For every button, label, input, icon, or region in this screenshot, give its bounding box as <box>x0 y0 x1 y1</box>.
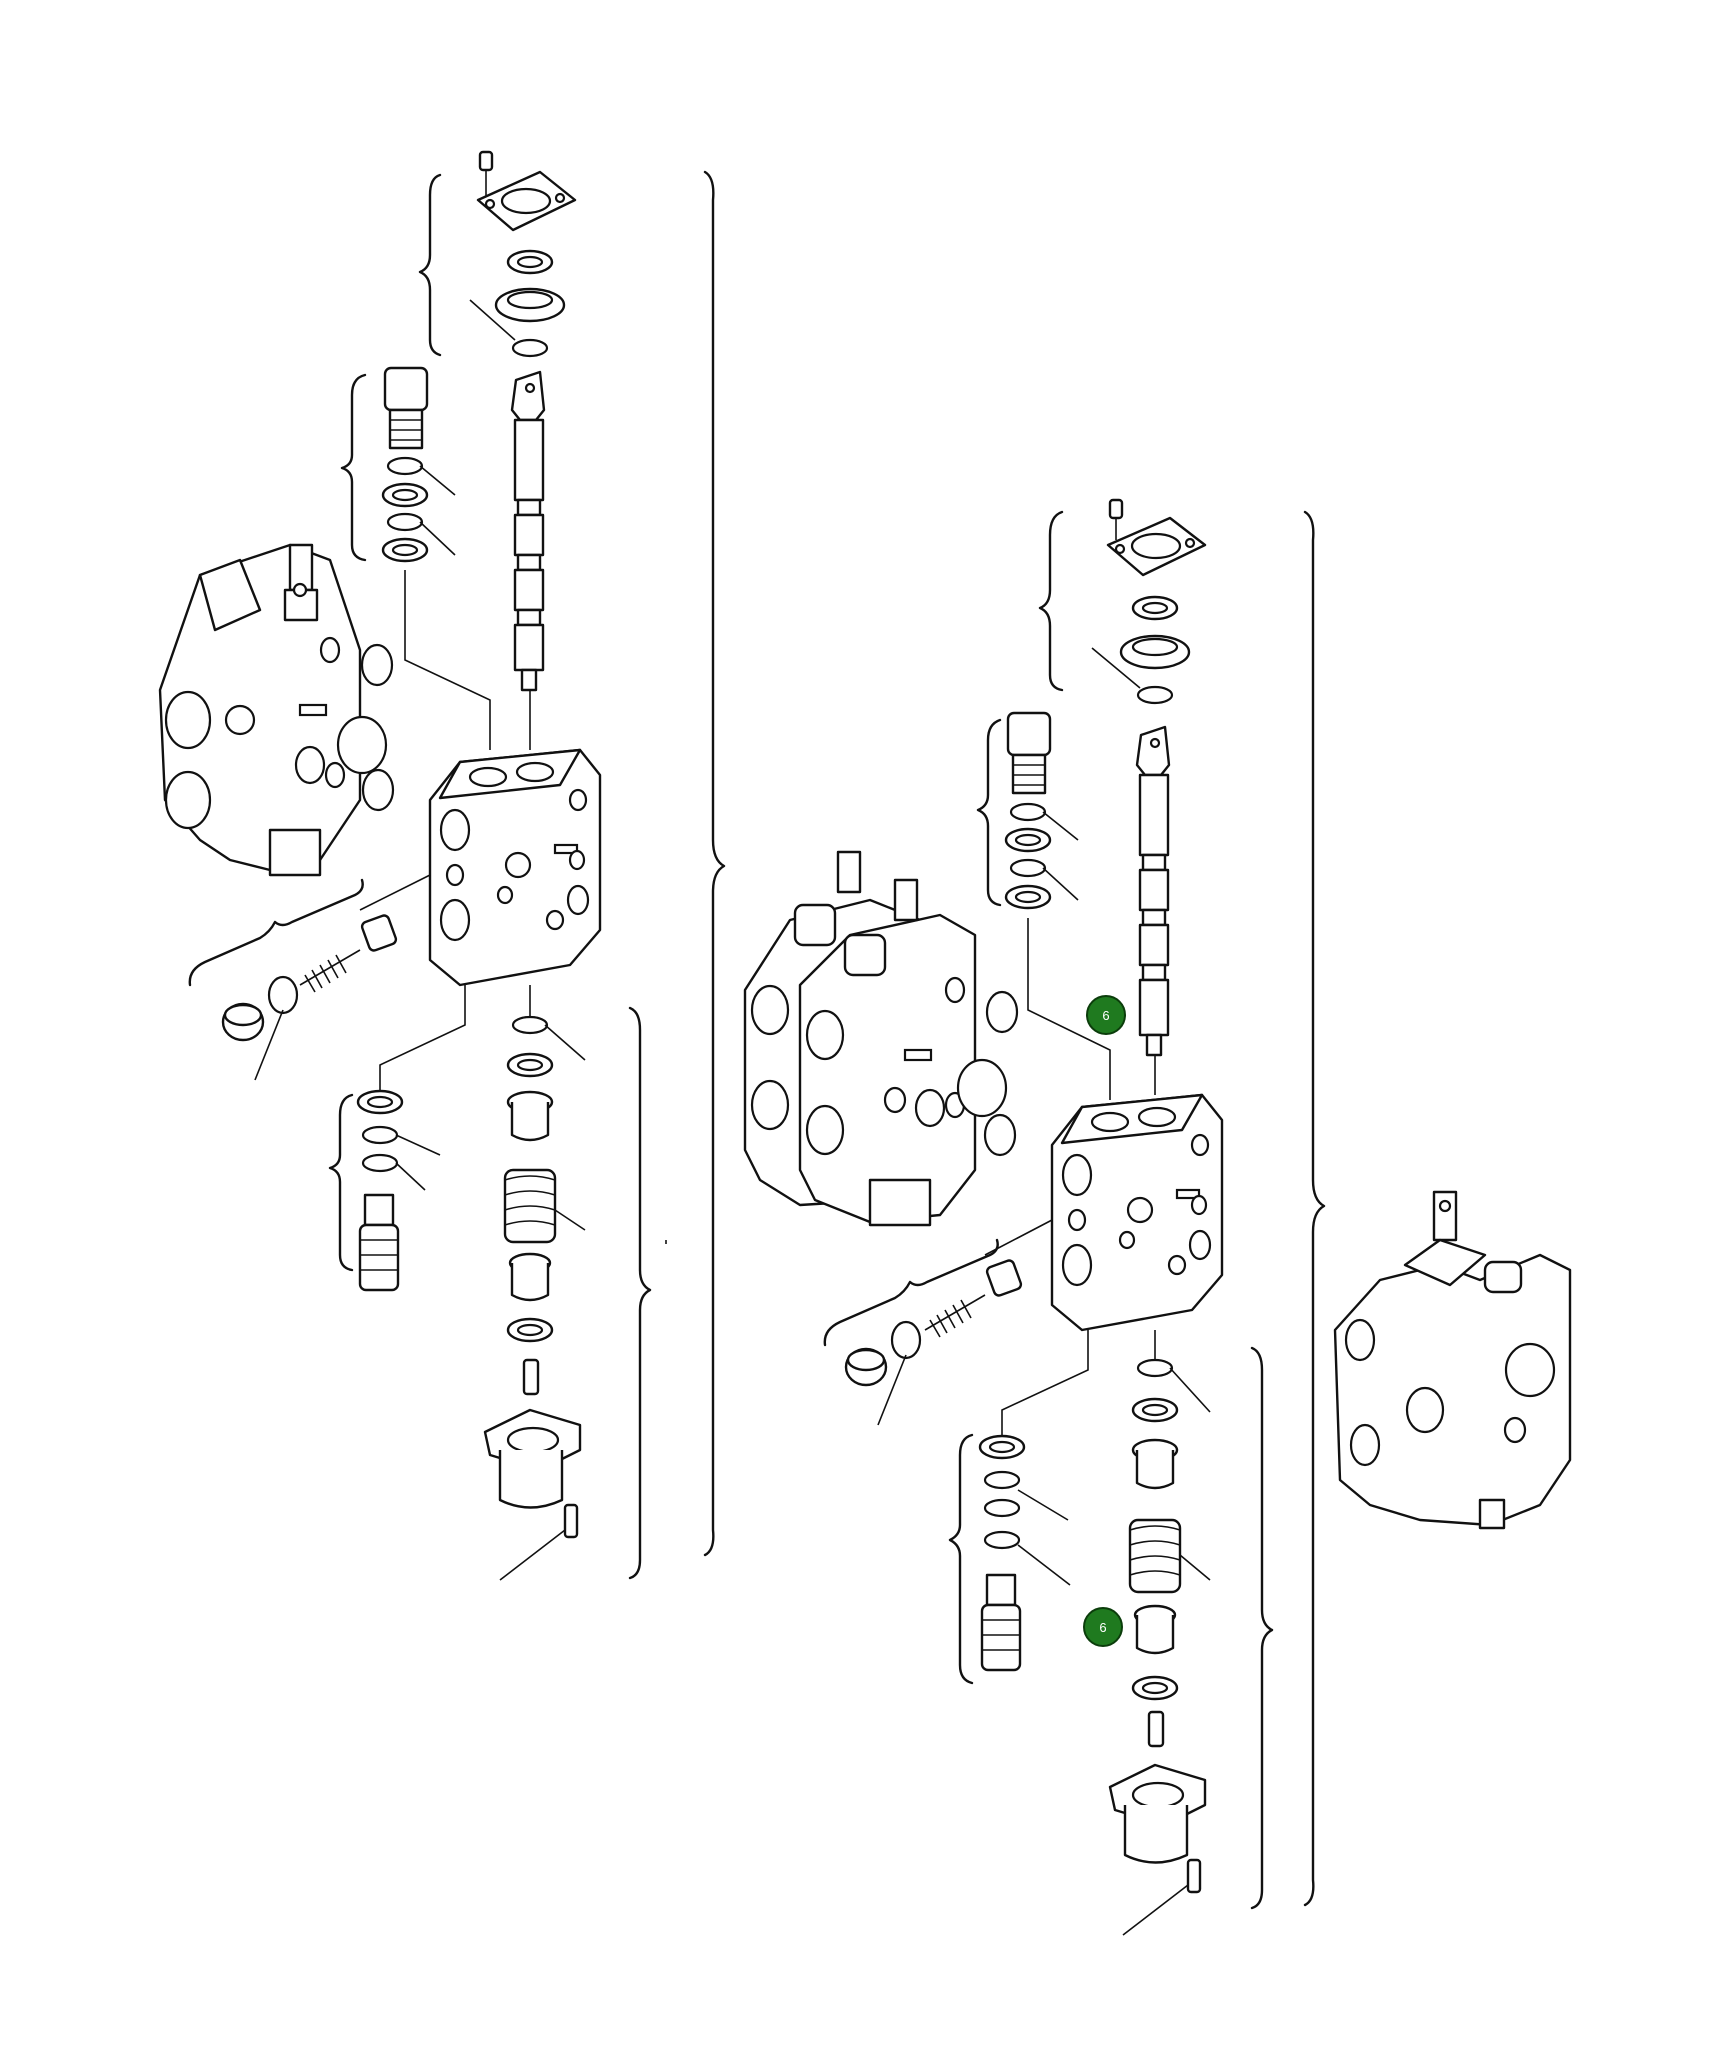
right-lower-oring-3 <box>983 1530 1021 1550</box>
right-bottom-cap-screw <box>1186 1858 1202 1894</box>
right-spring-retainer-lower <box>1133 1604 1177 1655</box>
right-plug-brace <box>823 1238 999 1347</box>
right-lower-seal <box>978 1434 1026 1460</box>
left-plug-brace <box>188 878 364 987</box>
right-spring-seal <box>1131 1397 1179 1423</box>
callout-badge-upper[interactable]: 6 <box>1086 995 1126 1035</box>
right-valve-spool <box>1135 725 1171 1057</box>
left-top-oring <box>511 338 549 358</box>
right-valve-section-body <box>1050 1093 1224 1332</box>
left-body-oring-d <box>361 768 395 812</box>
right-relief-valve-brace <box>976 718 1002 907</box>
callout-badge-lower-label: 6 <box>1099 1620 1106 1635</box>
right-top-cap-brace <box>1038 510 1064 692</box>
left-body-oring-c <box>294 745 326 785</box>
left-valve-section-assembly <box>158 150 726 1581</box>
right-top-seal-ring <box>1131 595 1179 621</box>
right-relief-oring-1 <box>1009 802 1047 822</box>
right-body-oring-b <box>956 1058 1008 1118</box>
right-relief-valve-cartridge <box>1006 711 1052 795</box>
left-relief-seal <box>381 537 429 563</box>
left-body-oring-a <box>360 643 394 687</box>
right-body-oring-c <box>914 1088 946 1128</box>
far-right-reference-valve <box>1333 1190 1572 1530</box>
left-top-seal-ring <box>506 249 554 275</box>
callout-badge-upper-label: 6 <box>1102 1008 1109 1023</box>
right-relief-backup-ring <box>1004 827 1052 853</box>
left-top-cap-brace <box>418 173 442 357</box>
left-return-spring <box>503 1168 557 1244</box>
right-top-flange <box>1106 516 1207 577</box>
right-lower-oring-2 <box>983 1498 1021 1518</box>
right-spring-top-oring <box>1136 1358 1174 1378</box>
right-bottom-end-cap <box>1108 1763 1207 1864</box>
left-lower-oring-2 <box>361 1153 399 1173</box>
left-spring-bolt <box>522 1358 540 1396</box>
right-spring-bolt <box>1147 1710 1165 1748</box>
left-lower-check-cartridge <box>358 1193 400 1292</box>
left-top-cap-screw <box>478 150 494 196</box>
left-spring-group-brace <box>628 1006 652 1580</box>
right-spring-plug-assembly <box>924 1259 1023 1338</box>
left-relief-oring-1 <box>386 456 424 476</box>
callout-badge-lower[interactable]: 6 <box>1083 1607 1123 1647</box>
left-spring-plug-assembly <box>299 914 398 993</box>
right-lower-check-cartridge <box>980 1573 1022 1672</box>
left-top-wiper-seal <box>494 287 566 323</box>
right-spring-retainer-upper <box>1131 1438 1179 1490</box>
right-return-spring <box>1128 1518 1182 1594</box>
right-lower-check-brace <box>948 1433 974 1685</box>
left-spring-seal <box>506 1052 554 1078</box>
left-lower-check-brace <box>328 1093 354 1272</box>
right-top-cap-screw <box>1108 498 1124 540</box>
left-relief-valve-brace <box>340 373 367 562</box>
right-plug-and-ring <box>844 1320 922 1387</box>
left-bottom-end-cap <box>483 1408 582 1509</box>
left-spring-washer <box>506 1317 554 1343</box>
left-lower-oring-1 <box>361 1125 399 1145</box>
left-relief-valve-cartridge <box>383 366 429 450</box>
right-valve-section-assembly <box>665 498 1572 1936</box>
right-spring-group-brace <box>1250 1346 1274 1910</box>
left-spring-retainer-lower <box>508 1252 552 1302</box>
left-top-flange <box>476 170 577 232</box>
right-relief-oring-2 <box>1009 858 1047 878</box>
left-valve-section-body <box>428 748 602 987</box>
left-spring-retainer-upper <box>506 1090 554 1142</box>
left-relief-backup-ring <box>381 482 429 508</box>
left-spring-top-oring <box>511 1015 549 1035</box>
right-body-oring-a <box>985 990 1019 1034</box>
right-body-oring-d <box>983 1113 1017 1157</box>
right-relief-seal <box>1004 884 1052 910</box>
left-valve-spool <box>510 370 546 692</box>
right-top-wiper-seal <box>1119 634 1191 670</box>
right-outer-brace <box>1303 510 1326 1907</box>
left-lower-seal <box>356 1089 404 1115</box>
left-outer-brace <box>703 170 726 1557</box>
left-reference-assembled-valve <box>158 543 362 877</box>
left-body-oring-b <box>336 715 388 775</box>
right-spring-washer <box>1131 1675 1179 1701</box>
right-reference-double-valve <box>743 850 977 1227</box>
left-relief-oring-2 <box>386 512 424 532</box>
left-bottom-cap-screw <box>563 1503 579 1539</box>
left-plug-and-ring <box>221 975 299 1042</box>
right-top-oring <box>1136 685 1174 705</box>
right-lower-oring-1 <box>983 1470 1021 1490</box>
